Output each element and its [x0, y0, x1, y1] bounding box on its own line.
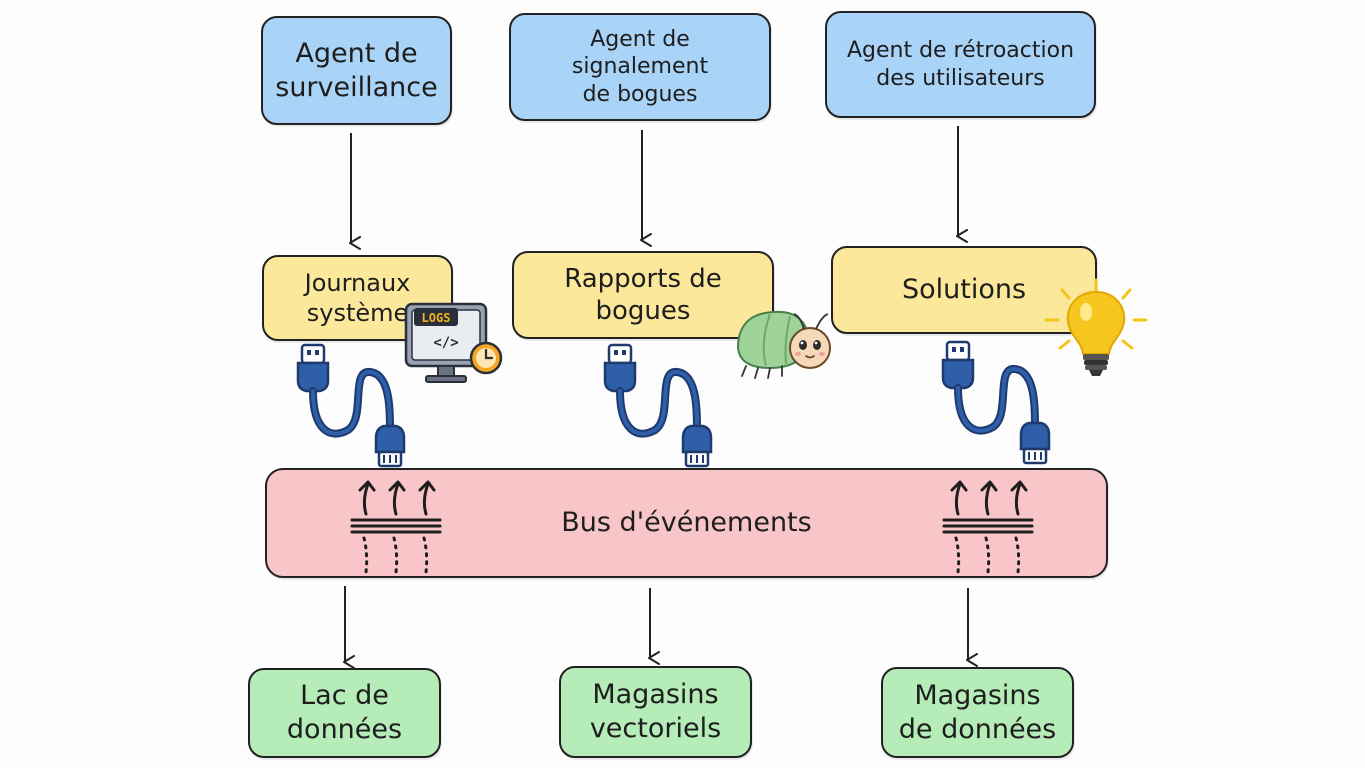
agent-user-feedback-box: Agent de rétroaction des utilisateurs	[825, 11, 1096, 118]
agent-user-feedback-label: Agent de rétroaction des utilisateurs	[846, 38, 1075, 91]
bug-icon	[736, 310, 831, 379]
solutions-label: Solutions	[901, 274, 1027, 306]
data-lake-label: Lac de données	[286, 680, 403, 745]
event-bus-label: Bus d'événements	[561, 507, 812, 539]
heat-transfer-icon	[942, 480, 1034, 574]
bug-reports-box: Rapports de bogues	[512, 251, 774, 339]
agent-surveillance-box: Agent de surveillance	[261, 16, 452, 125]
vector-stores-label: Magasins vectoriels	[589, 679, 722, 744]
usb-cable-icon	[296, 343, 406, 468]
usb-cable-icon	[941, 340, 1051, 465]
data-lake-box: Lac de données	[248, 668, 441, 758]
logs-badge-text: LOGS	[422, 311, 451, 325]
lightbulb-icon	[1044, 278, 1148, 376]
heat-transfer-icon	[350, 480, 442, 574]
bug-reports-label: Rapports de bogues	[564, 263, 722, 327]
agent-bug-report-label: Agent de signalement de bogues	[571, 26, 709, 107]
system-logs-label: Journaux système	[304, 269, 411, 327]
event-bus-box: Bus d'événements	[265, 468, 1108, 578]
agent-surveillance-label: Agent de surveillance	[275, 37, 438, 103]
usb-cable-icon	[603, 343, 713, 468]
vector-stores-box: Magasins vectoriels	[559, 666, 752, 758]
logs-monitor-icon: LOGS </>	[404, 302, 503, 383]
code-symbol-text: </>	[433, 335, 458, 351]
agent-bug-report-box: Agent de signalement de bogues	[509, 13, 771, 121]
data-stores-label: Magasins de données	[898, 679, 1057, 745]
data-stores-box: Magasins de données	[881, 667, 1074, 758]
